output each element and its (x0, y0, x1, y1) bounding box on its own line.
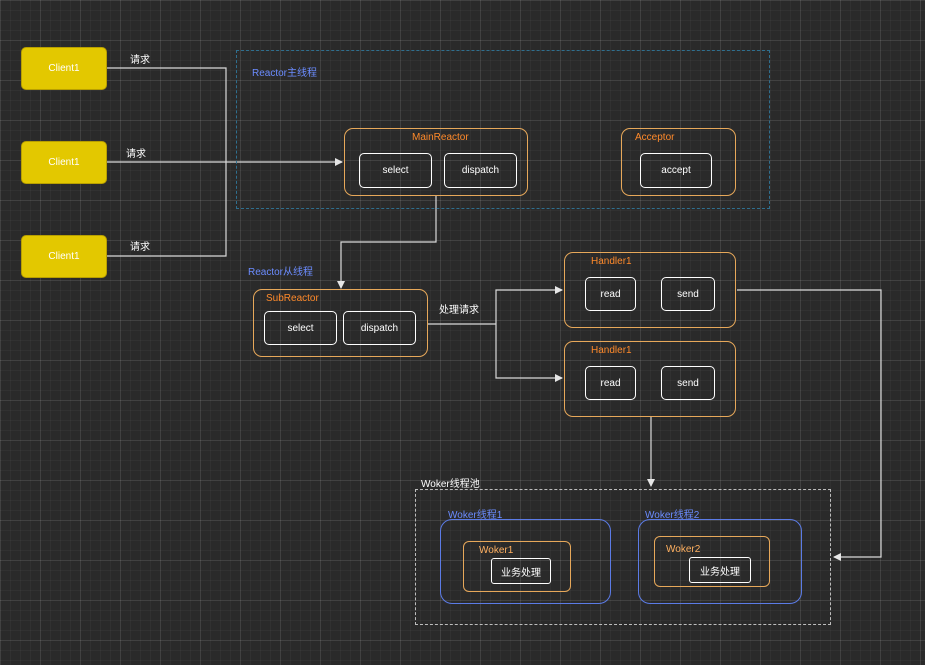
main-reactor-title: MainReactor (412, 132, 469, 143)
client-node-1[interactable]: Client1 (21, 47, 107, 90)
worker-1-task-button[interactable]: 业务处理 (491, 558, 551, 584)
edge-handler1-to-workerpool (737, 289, 882, 561)
worker-thread-box-2[interactable] (638, 519, 802, 604)
main-reactor-box[interactable] (344, 128, 528, 196)
handler-title: Handler1 (591, 345, 632, 356)
client-label: Client1 (48, 63, 80, 74)
send-label: send (677, 288, 699, 300)
client-node-3[interactable]: Client1 (21, 235, 107, 278)
worker-box-1[interactable] (463, 541, 571, 592)
handler-1-send-button[interactable]: send (661, 277, 715, 311)
dispatch-label: dispatch (461, 165, 500, 176)
dispatch-label: dispatch (360, 322, 399, 334)
edge-client1-to-merge (107, 67, 227, 162)
client-label: Client1 (48, 251, 80, 262)
client-node-2[interactable]: Client1 (21, 141, 107, 184)
sub-reactor-select-button[interactable]: select (264, 311, 337, 345)
worker-thread-label: Woker线程1 (448, 510, 503, 521)
worker-thread-box-1[interactable] (440, 519, 611, 604)
read-label: read (600, 288, 621, 300)
accept-label: accept (661, 165, 691, 176)
edge-subreactor-to-handler1 (495, 286, 563, 324)
handler-box-1[interactable] (564, 252, 736, 328)
worker-box-2[interactable] (654, 536, 770, 587)
acceptor-title: Acceptor (635, 132, 675, 143)
edge-label-request: 请求 (126, 149, 146, 160)
edge-label-request: 请求 (130, 55, 150, 66)
select-label: select (287, 322, 314, 334)
acceptor-box[interactable] (621, 128, 736, 196)
read-label: read (600, 377, 621, 389)
handler-2-send-button[interactable]: send (661, 366, 715, 400)
edge-label-request: 请求 (130, 242, 150, 253)
worker-2-task-button[interactable]: 业务处理 (689, 557, 751, 583)
acceptor-accept-button[interactable]: accept (640, 153, 712, 188)
select-label: select (382, 165, 409, 176)
worker-pool-label: Woker线程池 (421, 479, 480, 490)
handler-1-read-button[interactable]: read (585, 277, 636, 311)
handler-2-read-button[interactable]: read (585, 366, 636, 400)
edge-label-process: 处理请求 (439, 305, 479, 316)
task-label: 业务处理 (501, 567, 541, 579)
worker-thread-label: Woker线程2 (645, 510, 700, 521)
handler-title: Handler1 (591, 256, 632, 267)
send-label: send (677, 377, 699, 389)
sub-reactor-box[interactable] (253, 289, 428, 357)
sub-reactor-dispatch-button[interactable]: dispatch (343, 311, 416, 345)
edge-mainreactor-to-subreactor (337, 196, 437, 289)
edge-subreactor-to-handler2 (495, 324, 563, 382)
main-reactor-select-button[interactable]: select (359, 153, 432, 188)
reactor-sub-label: Reactor从线程 (248, 267, 314, 278)
sub-reactor-title: SubReactor (266, 293, 319, 304)
reactor-main-group (236, 50, 770, 209)
worker-pool-group (415, 489, 831, 625)
handler-box-2[interactable] (564, 341, 736, 417)
worker-title: Woker1 (479, 545, 514, 556)
client-label: Client1 (48, 157, 80, 168)
task-label: 业务处理 (700, 566, 740, 578)
edge-client3-to-merge (107, 162, 227, 257)
main-reactor-dispatch-button[interactable]: dispatch (444, 153, 517, 188)
reactor-main-label: Reactor主线程 (252, 68, 318, 79)
worker-title: Woker2 (666, 544, 701, 555)
